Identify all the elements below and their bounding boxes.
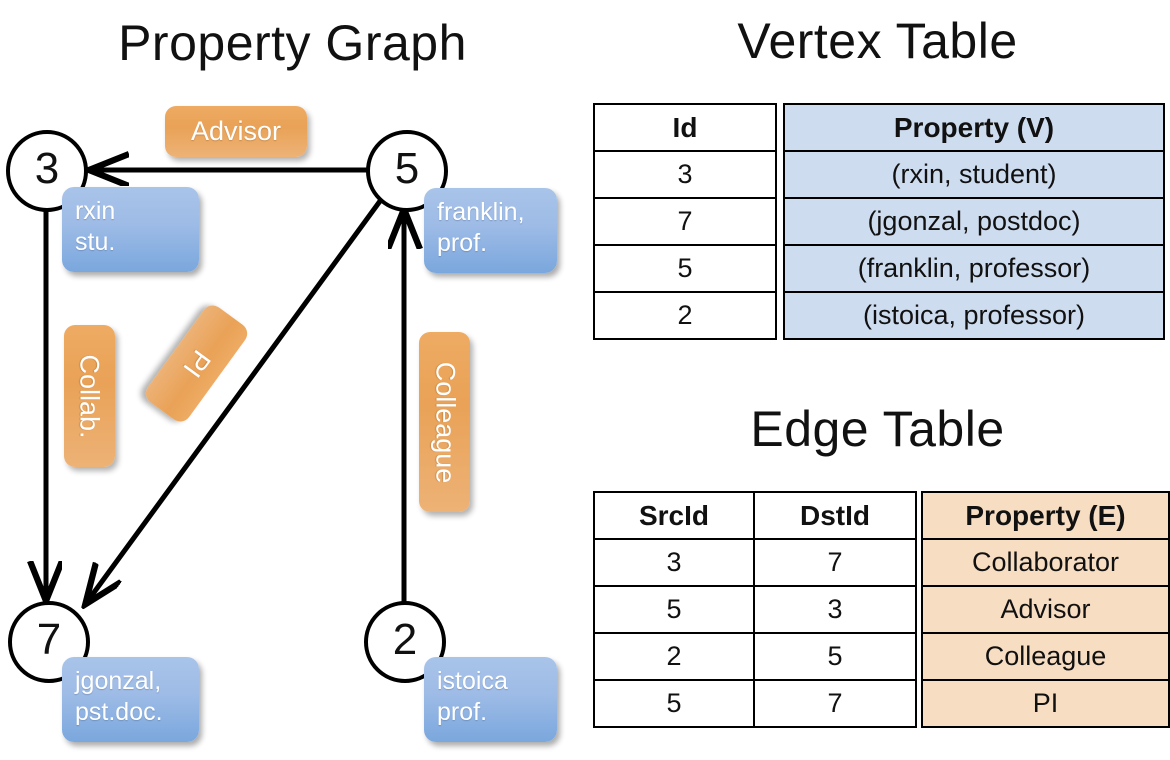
table-header-row: Property (V) xyxy=(783,103,1165,152)
table-row: 3 7 xyxy=(593,538,917,587)
vertex-node-3-label: 3 xyxy=(34,144,60,193)
edge-table-cell-src: 5 xyxy=(593,585,755,634)
table-row: Colleague xyxy=(921,632,1170,681)
vertex-table-header-id: Id xyxy=(593,103,777,152)
edge-table-header-srcid: SrcId xyxy=(593,491,755,540)
table-row: 7 xyxy=(593,197,777,246)
vertex-table-cell-property: (franklin, professor) xyxy=(783,244,1165,293)
table-row: (franklin, professor) xyxy=(783,244,1165,293)
edge-table-header-property: Property (E) xyxy=(921,491,1170,540)
vertex-table-cell-id: 3 xyxy=(593,150,777,199)
vertex-node-5[interactable]: 5 xyxy=(366,130,448,212)
table-row: 5 3 xyxy=(593,585,917,634)
table-row: 5 xyxy=(593,244,777,293)
page-title-vertex-table: Vertex Table xyxy=(737,13,1018,69)
page-title-property-graph: Property Graph xyxy=(118,15,467,71)
edge-table-cell-src: 3 xyxy=(593,538,755,587)
edge-label-colleague-text: Colleague xyxy=(430,361,460,483)
vertex-node-7-label: 7 xyxy=(36,615,62,664)
table-row: 2 xyxy=(593,291,777,340)
edge-label-pi-text: PI xyxy=(177,344,217,383)
vertex-table-cell-id: 5 xyxy=(593,244,777,293)
edge-table-cell-src: 2 xyxy=(593,632,755,681)
table-header-row: Id xyxy=(593,103,777,152)
table-row: Collaborator xyxy=(921,538,1170,587)
table-row: 5 7 xyxy=(593,679,917,728)
graph-edges-svg xyxy=(0,0,585,760)
edge-label-advisor: Advisor xyxy=(165,106,307,157)
edge-5-to-7-pi xyxy=(87,195,386,602)
vertex-property-box-2: istoica prof. xyxy=(424,657,557,742)
edge-table-header-dstid: DstId xyxy=(753,491,917,540)
vertex-property-7-line2: pst.doc. xyxy=(75,697,163,726)
vertex-table-cell-id: 7 xyxy=(593,197,777,246)
vertex-property-5-line1: franklin, xyxy=(437,198,525,226)
vertex-table-id-column: Id 3 7 5 2 xyxy=(593,103,777,340)
vertex-table-cell-id: 2 xyxy=(593,291,777,340)
edge-label-colleague: Colleague xyxy=(419,332,470,512)
vertex-property-box-3: rxin stu. xyxy=(62,187,199,272)
table-row: (istoica, professor) xyxy=(783,291,1165,340)
table-row: Advisor xyxy=(921,585,1170,634)
vertex-table-cell-property: (rxin, student) xyxy=(783,150,1165,199)
edge-label-advisor-text: Advisor xyxy=(190,116,282,146)
edge-table-cell-property: Collaborator xyxy=(921,538,1170,587)
page-title-edge-table: Edge Table xyxy=(750,401,1005,457)
vertex-property-2-line2: prof. xyxy=(437,697,488,726)
table-row: PI xyxy=(921,679,1170,728)
edge-table-cell-dst: 7 xyxy=(753,679,917,728)
vertex-table-header-property: Property (V) xyxy=(783,103,1165,152)
edge-table-cell-dst: 7 xyxy=(753,538,917,587)
vertex-property-box-5: franklin, prof. xyxy=(424,188,557,273)
edge-table-src-dst-columns: SrcId DstId 3 7 5 3 2 5 5 7 xyxy=(593,491,917,728)
table-header-row: SrcId DstId xyxy=(593,491,917,540)
vertex-table-cell-property: (jgonzal, postdoc) xyxy=(783,197,1165,246)
edge-label-collab: Collab. xyxy=(64,325,115,467)
table-header-row: Property (E) xyxy=(921,491,1170,540)
edge-table-cell-dst: 5 xyxy=(753,632,917,681)
vertex-property-3-line1: rxin xyxy=(75,197,116,225)
vertex-table-cell-property: (istoica, professor) xyxy=(783,291,1165,340)
vertex-property-3-line2: stu. xyxy=(75,227,116,256)
edge-table-property-column: Property (E) Collaborator Advisor Collea… xyxy=(921,491,1170,728)
edge-label-collab-text: Collab. xyxy=(75,353,106,439)
vertex-table-property-column: Property (V) (rxin, student) (jgonzal, p… xyxy=(783,103,1165,340)
property-graph-diagram: 3 5 7 2 rxin stu. franklin, prof. jgonza… xyxy=(0,0,585,760)
vertex-node-5-label: 5 xyxy=(394,144,420,193)
table-row: 2 5 xyxy=(593,632,917,681)
edge-table-cell-property: Colleague xyxy=(921,632,1170,681)
table-row: 3 xyxy=(593,150,777,199)
table-row: (rxin, student) xyxy=(783,150,1165,199)
edge-table-cell-dst: 3 xyxy=(753,585,917,634)
vertex-property-2-line1: istoica xyxy=(437,667,508,695)
vertex-property-7-line1: jgonzal, xyxy=(75,667,162,695)
table-row: (jgonzal, postdoc) xyxy=(783,197,1165,246)
vertex-node-2[interactable]: 2 xyxy=(364,601,446,683)
edge-table-cell-property: PI xyxy=(921,679,1170,728)
edge-table-cell-src: 5 xyxy=(593,679,755,728)
vertex-node-2-label: 2 xyxy=(392,615,418,664)
vertex-property-box-7: jgonzal, pst.doc. xyxy=(62,657,199,742)
vertex-property-5-line2: prof. xyxy=(437,228,488,257)
edge-table-cell-property: Advisor xyxy=(921,585,1170,634)
